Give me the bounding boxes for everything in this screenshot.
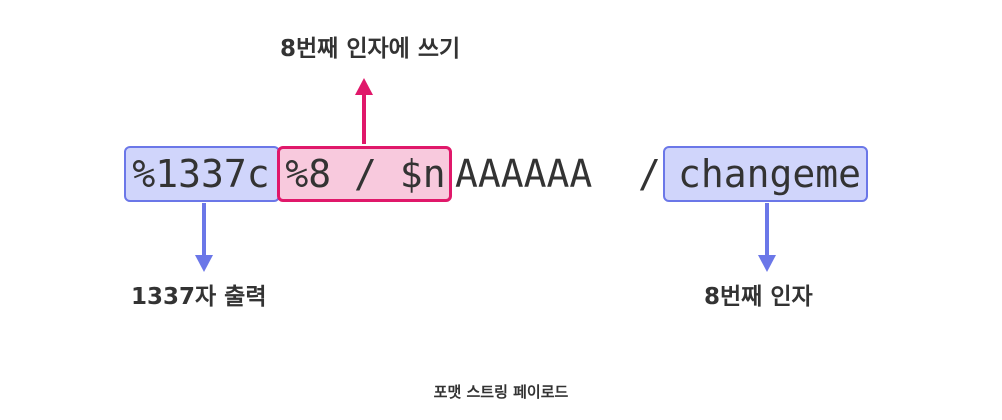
write-specifier: %8 / $n <box>285 152 446 196</box>
write-specifier-box <box>277 146 452 202</box>
arrow-up-pink <box>355 78 373 144</box>
print-count-label: 1337자 출력 <box>131 284 267 310</box>
arrow-down-right <box>758 203 776 272</box>
target-arg-box <box>663 146 868 202</box>
padding-bytes: AAAAAA / <box>455 152 684 196</box>
print-width-specifier: %1337c <box>132 152 270 196</box>
target-arg-label: 8번째 인자 <box>704 284 813 310</box>
arrow-down-left <box>195 203 213 272</box>
write-arg-label: 8번째 인자에 쓰기 <box>280 36 461 62</box>
figure-caption: 포맷 스트링 페이로드 <box>433 383 569 401</box>
target-argument: changeme <box>677 152 862 196</box>
